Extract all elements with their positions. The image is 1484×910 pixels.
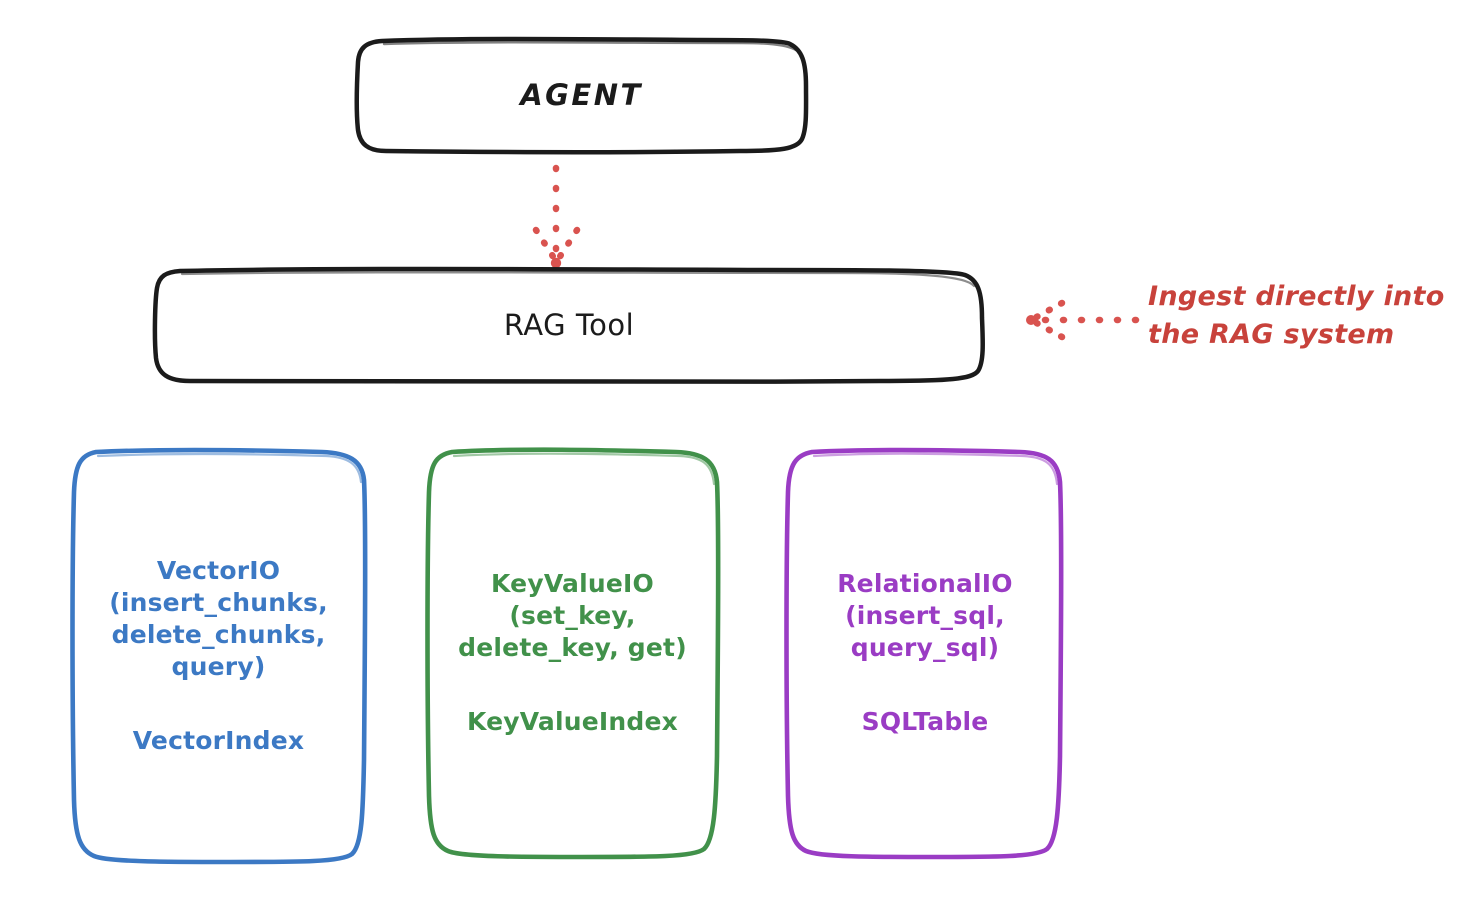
agent-text: AGENT [520,78,643,113]
vector-io-api-text: VectorIO (insert_chunks, delete_chunks, … [109,556,328,681]
relational-io-api-text: RelationalIO (insert_sql, query_sql) [837,569,1013,662]
rag-tool-text: RAG Tool [503,308,635,343]
vector-io-node-label: VectorIO (insert_chunks, delete_chunks, … [72,450,365,862]
agent-box[interactable] [354,36,809,155]
vector-io-index-text: VectorIndex [132,726,305,755]
key-value-io-api-text: KeyValueIO (set_key, delete_key, get) [458,569,687,662]
rag-tool-box[interactable] [152,266,986,385]
relational-io-box[interactable] [784,447,1064,860]
agent-to-rag-connector [532,164,581,269]
rag-tool-node-label: RAG Tool [155,270,983,382]
ingest-note-text: Ingest directly into the RAG system [1148,281,1445,351]
vector-io-box[interactable] [70,447,368,865]
ingest-note-connector [1026,299,1140,341]
key-value-io-box[interactable] [425,447,721,860]
relational-io-node-label: RelationalIO (insert_sql, query_sql) SQL… [789,450,1061,856]
agent-node-label: AGENT [357,40,806,152]
relational-io-index-text: SQLTable [861,707,989,736]
key-value-io-node-label: KeyValueIO (set_key, delete_key, get) Ke… [427,450,718,856]
key-value-io-index-text: KeyValueIndex [466,707,679,736]
